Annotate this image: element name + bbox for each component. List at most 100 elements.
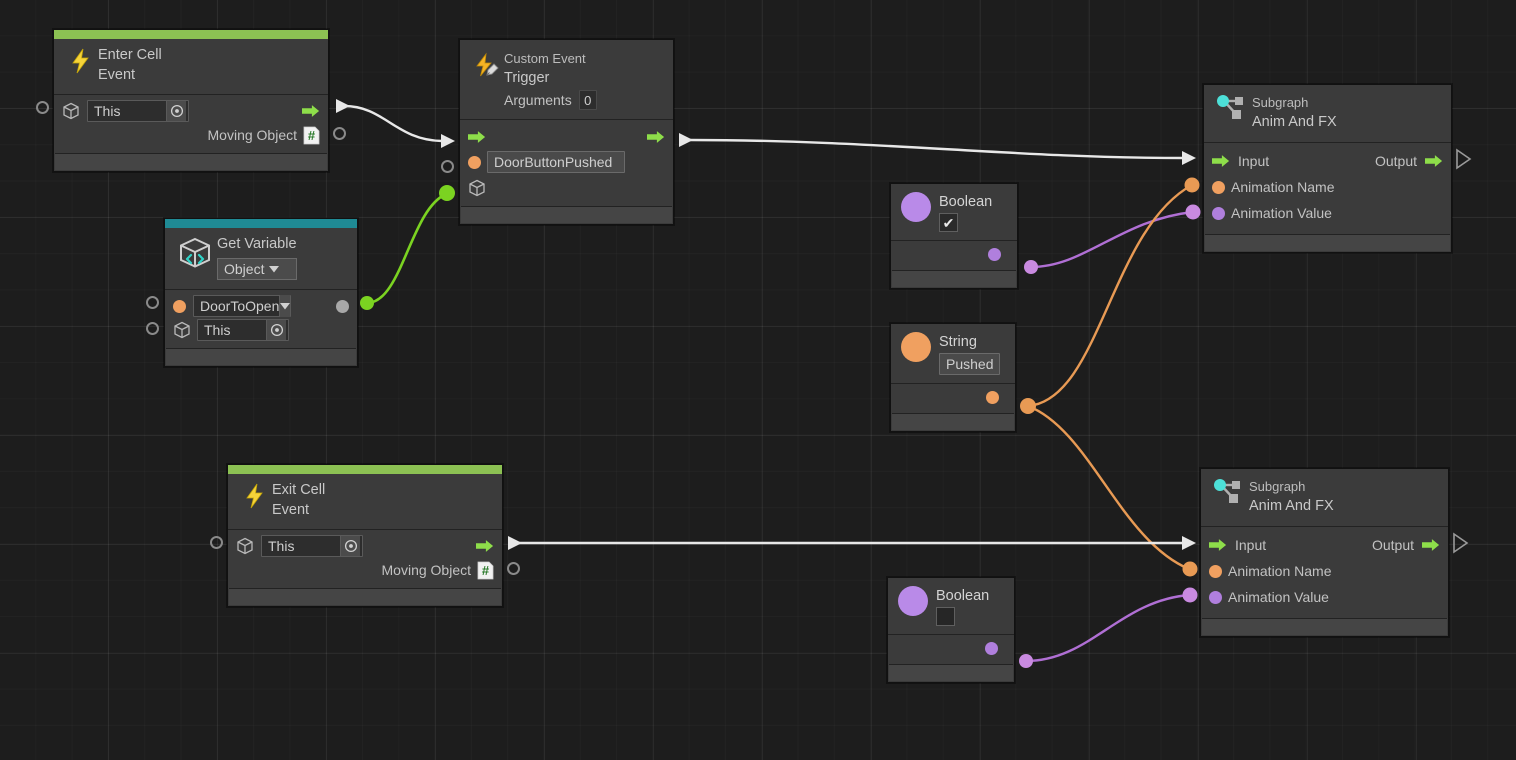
port-name-dot[interactable] <box>468 155 481 169</box>
flow-output-arrow-icon[interactable] <box>476 539 494 553</box>
node-subtitle: Event <box>98 67 136 83</box>
port-subgraph-top-output-flow[interactable] <box>1455 148 1475 170</box>
target-field[interactable]: This <box>197 319 289 341</box>
node-footer <box>889 664 1013 681</box>
node-title: Boolean <box>939 194 993 210</box>
target-value: This <box>204 322 231 338</box>
node-get-variable[interactable]: Get Variable Object DoorToOpen <box>164 218 358 367</box>
wire-string-to-subgraph-bottom <box>1020 398 1198 577</box>
row-target: This <box>165 318 357 342</box>
subgraph-node-icon <box>1214 94 1252 124</box>
script-hash-icon: # <box>303 126 320 144</box>
node-string-pushed[interactable]: String Pushed <box>890 323 1016 432</box>
node-accent-bar <box>165 219 357 228</box>
node-exit-cell[interactable]: Exit Cell Event This <box>227 464 503 607</box>
target-field[interactable]: This <box>87 100 189 122</box>
target-picker-icon[interactable] <box>340 536 360 556</box>
port-variable-name-dot[interactable] <box>173 299 186 313</box>
variable-dropdown-arrow-icon[interactable] <box>279 295 291 317</box>
node-header: Custom Event Trigger Arguments 0 <box>460 40 673 120</box>
port-variable-out-dot[interactable] <box>336 299 349 313</box>
node-subgraph-bottom[interactable]: Subgraph Anim And FX Input Output <box>1200 468 1449 637</box>
event-name-value: DoorButtonPushed <box>494 154 613 170</box>
node-title: Exit Cell <box>272 482 326 498</box>
node-subtitle: Anim And FX <box>1252 114 1337 130</box>
moving-object-label: Moving Object <box>207 127 297 143</box>
node-header: Get Variable Object <box>165 228 357 290</box>
target-field[interactable]: This <box>261 535 363 557</box>
flow-output-arrow-icon[interactable] <box>302 104 320 118</box>
node-footer <box>1202 618 1447 635</box>
port-customevent-name-in[interactable] <box>441 160 454 173</box>
target-picker-icon[interactable] <box>266 320 286 340</box>
row-moving-object: Moving Object # <box>228 558 502 582</box>
variable-box-icon <box>175 235 217 271</box>
node-title: String <box>939 334 977 350</box>
event-name-field[interactable]: DoorButtonPushed <box>487 151 625 173</box>
port-getvariable-target-in[interactable] <box>146 322 159 335</box>
flow-output-arrow-icon[interactable] <box>1425 154 1443 168</box>
variable-kind-dropdown[interactable]: Object <box>217 258 297 280</box>
flow-input-arrow-icon[interactable] <box>1209 538 1227 552</box>
node-header: Boolean ✔ <box>891 184 1017 241</box>
purple-circle-icon <box>901 192 931 222</box>
node-enter-cell[interactable]: Enter Cell Event This <box>53 29 329 172</box>
node-subgraph-top[interactable]: Subgraph Anim And FX Input Output <box>1203 84 1452 253</box>
port-entercell-target-in[interactable] <box>36 101 49 114</box>
port-boolean-out-dot[interactable] <box>985 641 998 655</box>
node-header: String Pushed <box>891 324 1015 384</box>
node-title: Subgraph <box>1252 95 1309 110</box>
animation-value-label: Animation Value <box>1228 589 1329 605</box>
node-footer <box>461 206 672 223</box>
port-animation-name-dot[interactable] <box>1209 564 1222 578</box>
string-value-field[interactable]: Pushed <box>939 353 1001 375</box>
wire-boolean-false-to-subgraph-bottom <box>1019 587 1198 668</box>
purple-circle-icon <box>898 586 928 616</box>
output-label: Output <box>1371 537 1414 553</box>
node-footer <box>892 413 1014 430</box>
port-exitcell-target-in[interactable] <box>210 536 223 549</box>
node-body: This Moving Object <box>54 95 328 150</box>
port-animation-value-dot[interactable] <box>1212 206 1225 220</box>
flow-input-arrow-icon[interactable] <box>1212 154 1230 168</box>
node-boolean-false[interactable]: Boolean <box>887 577 1015 683</box>
node-accent-bar <box>54 30 328 39</box>
port-subgraph-bottom-output-flow[interactable] <box>1452 532 1472 554</box>
port-animation-value-dot[interactable] <box>1209 590 1222 604</box>
port-entercell-movingobject-out[interactable] <box>333 127 346 140</box>
arguments-value: 0 <box>584 92 592 108</box>
row-target: This <box>54 99 328 123</box>
boolean-checkbox[interactable]: ✔ <box>939 213 958 232</box>
node-header: Enter Cell Event <box>54 39 328 95</box>
node-title: Custom Event <box>504 51 586 66</box>
node-title: Get Variable <box>217 236 297 252</box>
node-custom-event[interactable]: Custom Event Trigger Arguments 0 <box>459 39 674 225</box>
flow-input-arrow-icon[interactable] <box>468 130 486 144</box>
node-title: Subgraph <box>1249 479 1306 494</box>
flow-output-arrow-icon[interactable] <box>647 130 665 144</box>
variable-name-value: DoorToOpen <box>200 298 280 314</box>
arguments-field[interactable]: 0 <box>578 90 597 110</box>
flow-output-arrow-icon[interactable] <box>1422 538 1440 552</box>
animation-name-label: Animation Name <box>1228 563 1332 579</box>
boolean-checkbox[interactable] <box>936 607 955 626</box>
input-label: Input <box>1235 537 1267 553</box>
node-footer <box>229 588 501 605</box>
port-exitcell-movingobject-out[interactable] <box>507 562 520 575</box>
node-accent-bar <box>228 465 502 474</box>
target-picker-icon[interactable] <box>166 101 186 121</box>
port-string-out-dot[interactable] <box>986 390 999 404</box>
node-header: Subgraph Anim And FX <box>1204 85 1451 143</box>
port-getvariable-name-in[interactable] <box>146 296 159 309</box>
animation-value-label: Animation Value <box>1231 205 1332 221</box>
row-animation-name: Animation Name <box>1204 174 1451 200</box>
port-animation-name-dot[interactable] <box>1212 180 1225 194</box>
row-animation-value: Animation Value <box>1204 200 1451 226</box>
arguments-label: Arguments <box>504 92 572 108</box>
node-boolean-true[interactable]: Boolean ✔ <box>890 183 1018 289</box>
animation-name-label: Animation Name <box>1231 179 1335 195</box>
variable-name-field[interactable]: DoorToOpen <box>193 295 291 317</box>
port-boolean-out-dot[interactable] <box>988 247 1001 261</box>
gameobject-cube-icon <box>174 321 190 339</box>
